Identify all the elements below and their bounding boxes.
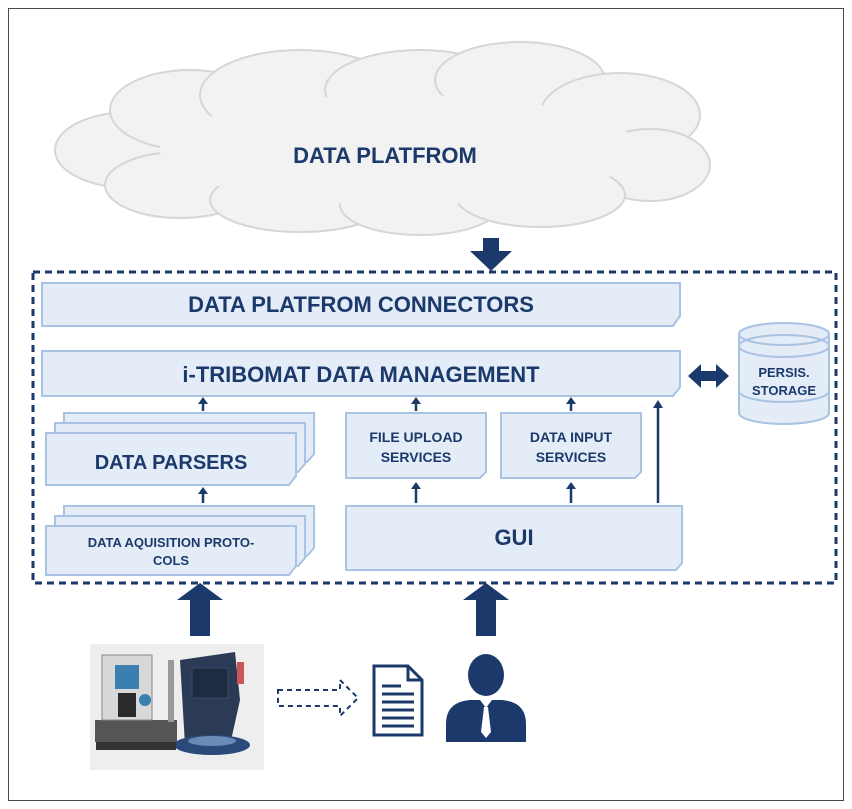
data-input-label-line2: SERVICES [535,448,607,465]
gui-box [345,505,683,571]
data-management-label: i-TRIBOMAT DATA MANAGEMENT [182,361,540,387]
acquisition-label-line1: DATA AQUISITION PROTO- [87,535,255,551]
acquisition-stack [45,505,315,576]
database-icon [738,322,830,425]
acquisition-up-arrow [177,583,223,636]
document-icon [372,664,424,737]
tribometer-photo [90,644,264,770]
dashed-arrow-icon [277,677,360,719]
cloud-icon [54,41,711,236]
gui-label: GUI [494,524,534,550]
storage-label-line2: STORAGE [751,383,817,399]
figure-frame [8,8,844,801]
data-management-box [41,350,681,397]
storage-label-line1: PERSIS. [758,365,810,381]
file-upload-label-line2: SERVICES [380,448,452,465]
file-upload-label-line1: FILE UPLOAD [369,428,463,445]
connectors-box [41,282,681,327]
gui-up-arrow [463,583,509,636]
user-icon [446,654,526,742]
connectors-label: DATA PLATFROM CONNECTORS [188,291,534,317]
data-input-label-line1: DATA INPUT [529,428,613,445]
data-input-box [500,412,642,479]
parsers-label: DATA PARSERS [94,452,248,474]
cloud-down-arrow [470,238,512,271]
file-upload-box [345,412,487,479]
bidirectional-arrow-icon [688,364,729,388]
parsers-stack [45,412,315,486]
system-boundary [31,270,838,585]
acquisition-label-line2: COLS [152,553,190,569]
data-platform-label: DATA PLATFROM [293,142,477,168]
small-arrows [198,397,663,503]
